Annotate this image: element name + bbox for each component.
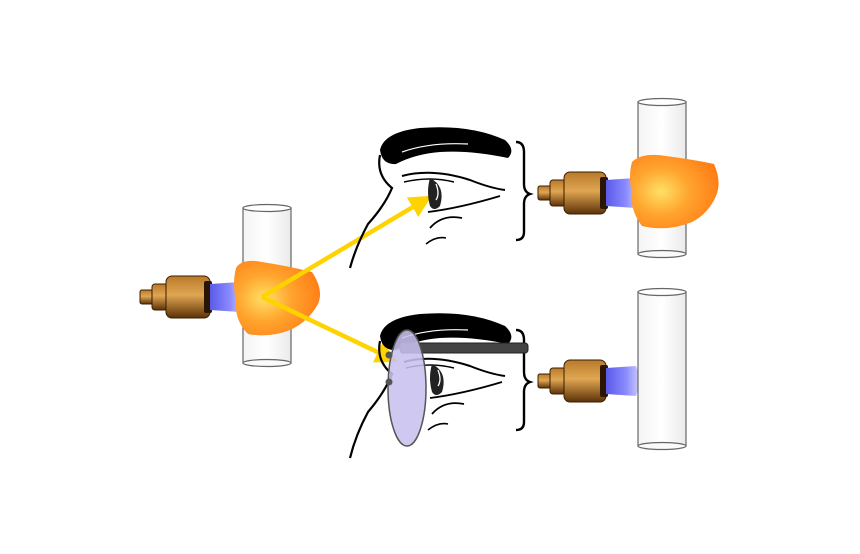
burner-icon	[139, 275, 212, 319]
source-panel	[139, 203, 320, 368]
burner-icon	[537, 171, 608, 215]
arrow-to-glasses	[261, 294, 399, 363]
light-arrows	[260, 195, 432, 363]
burner-icon	[537, 359, 608, 403]
eye-icon	[348, 313, 534, 459]
burner-flame	[606, 366, 639, 396]
flame-icon	[630, 154, 719, 229]
eye-icon	[348, 127, 534, 269]
glass-tube-icon	[637, 287, 687, 451]
unprotected-view	[348, 97, 719, 269]
glasses-icon	[385, 329, 529, 447]
protected-view	[348, 287, 687, 459]
arrow-to-eye	[260, 195, 432, 299]
